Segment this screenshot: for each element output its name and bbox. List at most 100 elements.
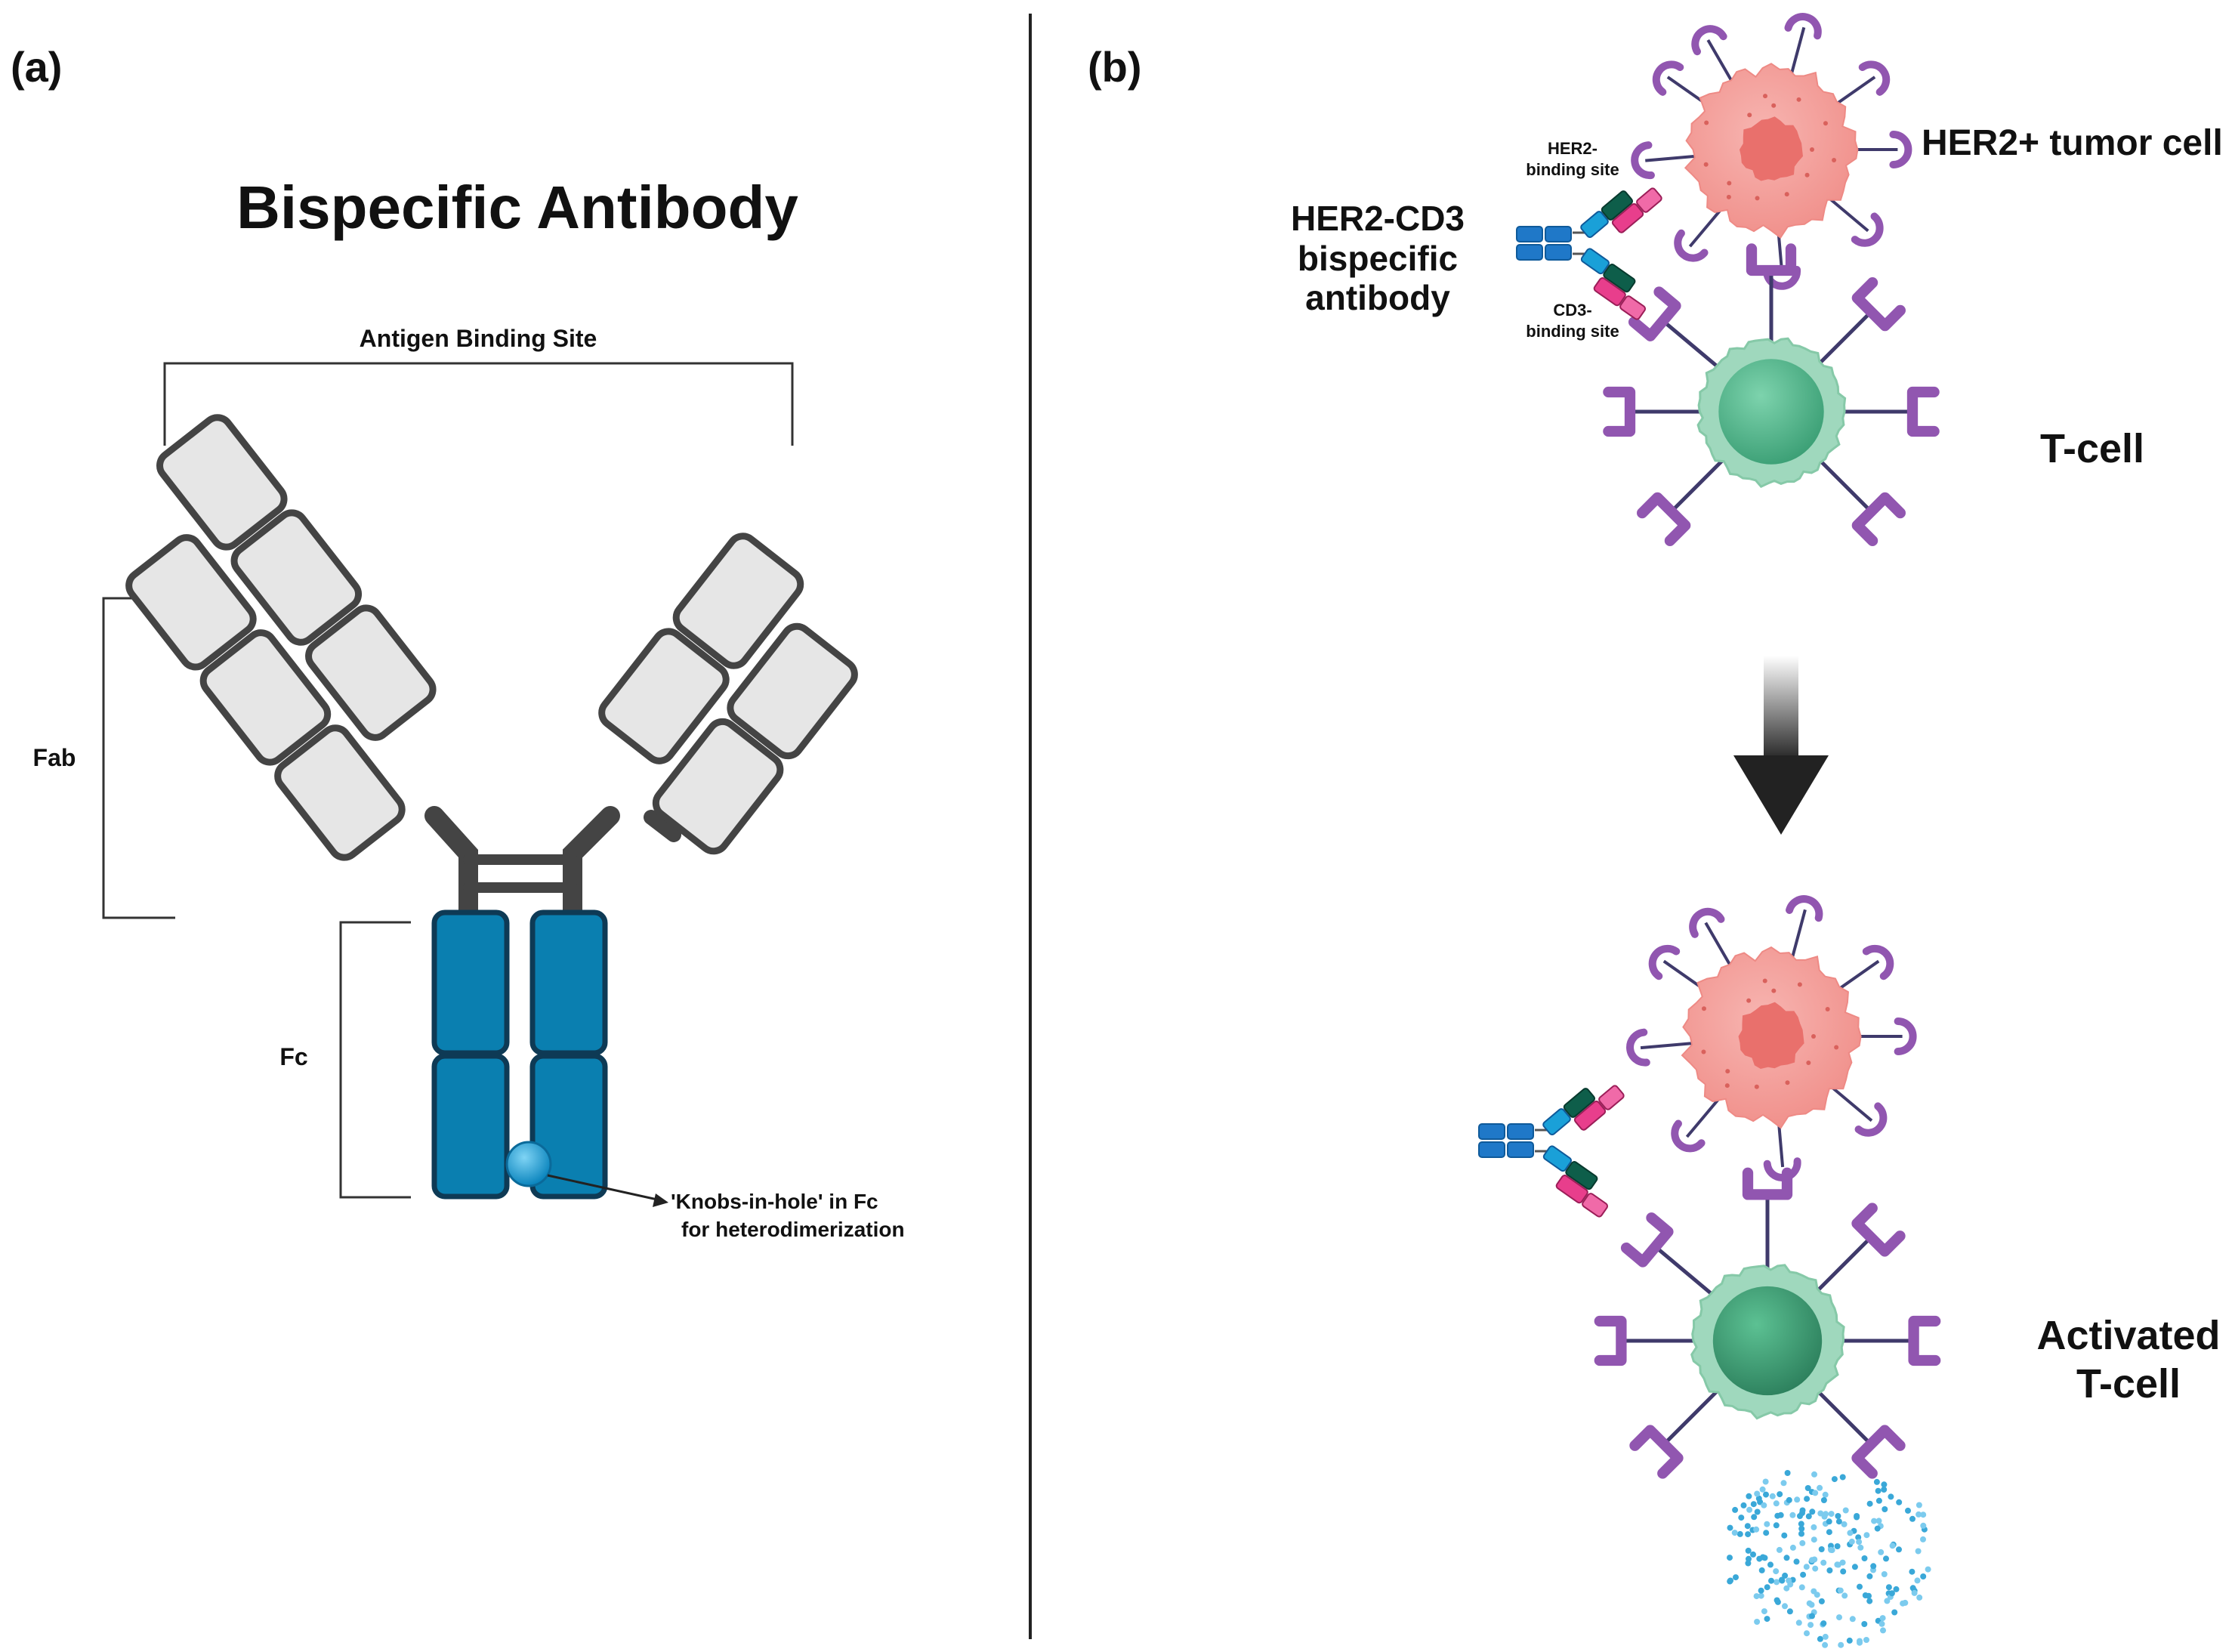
cytokine-dot (1875, 1497, 1882, 1504)
cytokine-dot (1854, 1514, 1860, 1521)
antibody-label-line3: antibody (1305, 278, 1450, 317)
cytokine-dot (1881, 1481, 1888, 1488)
cytokine-dot (1753, 1593, 1760, 1600)
cytokine-dot (1768, 1577, 1774, 1584)
cytokine-dot (1786, 1496, 1792, 1503)
cytokine-dot (1900, 1600, 1906, 1607)
cd3-arm (1580, 248, 1647, 320)
cytokine-dot (1862, 1592, 1869, 1598)
cytokine-release (1727, 1470, 1931, 1648)
cytokine-dot (1866, 1573, 1873, 1579)
transition-arrow (1733, 656, 1829, 835)
cytokine-dot (1738, 1515, 1745, 1521)
panel-a-label: (a) (11, 43, 62, 91)
cd3-receptor-0-icon (1742, 1167, 1793, 1200)
tumor-dot (1724, 1083, 1730, 1088)
cytokine-dot (1814, 1592, 1820, 1598)
cytokine-dot (1754, 1619, 1761, 1625)
cytokine-dot (1744, 1523, 1751, 1530)
activated-t-cell-label-line2: T-cell (2076, 1361, 2181, 1407)
cytokine-dot (1776, 1546, 1783, 1553)
tumor-dot (1754, 1084, 1759, 1089)
cytokine-dot (1761, 1502, 1767, 1508)
cytokine-dot (1839, 1559, 1846, 1566)
cytokine-dot (1773, 1579, 1780, 1586)
fc-block-2 (1507, 1123, 1534, 1140)
cytokine-dot (1891, 1609, 1898, 1616)
cytokine-dot (1751, 1514, 1758, 1521)
cytokine-dot (1839, 1474, 1846, 1481)
cytokine-dot (1774, 1512, 1781, 1519)
her2-receptor-6-icon (1671, 1119, 1706, 1153)
cytokine-dot (1861, 1621, 1868, 1627)
cytokine-dot (1758, 1587, 1764, 1594)
fc-bracket (339, 921, 411, 1199)
cytokine-dot (1879, 1615, 1886, 1622)
cd3-arm (1542, 1145, 1609, 1218)
cytokine-dot (1789, 1512, 1796, 1518)
fc-block-1 (1478, 1141, 1505, 1158)
cytokine-dot (1849, 1616, 1856, 1623)
cytokine-dot (1893, 1586, 1900, 1592)
cytokine-dot (1767, 1561, 1773, 1568)
cytokine-dot (1754, 1508, 1761, 1515)
cytokine-dot (1818, 1598, 1825, 1604)
her2-receptor-6-icon (1674, 229, 1709, 262)
cytokine-dot (1736, 1530, 1743, 1537)
tumor-dot (1771, 988, 1777, 993)
cytokine-dot (1798, 1521, 1804, 1527)
panel-a: (a) Bispecific Antibody Antigen Binding … (11, 43, 905, 1241)
her2-receptor-7-icon (1626, 1028, 1650, 1067)
antibody-label-line1: HER2-CD3 (1291, 199, 1465, 238)
cytokine-dot (1809, 1557, 1815, 1564)
cytokine-dot (1905, 1507, 1911, 1514)
cytokine-dot (1758, 1567, 1765, 1573)
cytokine-dot (1920, 1573, 1927, 1579)
cytokine-dot (1727, 1577, 1733, 1584)
cytokine-dot (1786, 1577, 1792, 1584)
tumor-dot (1806, 1060, 1811, 1065)
her2-receptor-8-icon (1652, 60, 1684, 96)
cytokine-dot (1811, 1524, 1817, 1530)
cytokine-dot (1799, 1539, 1806, 1546)
her2-receptor-1-icon (1784, 13, 1822, 40)
cd3-binding-label-line2: binding site (1526, 322, 1619, 341)
tumor-dot (1701, 1006, 1706, 1011)
t-cell-before (1603, 243, 1940, 546)
cytokine-dot (1896, 1546, 1902, 1553)
cytokine-dot (1820, 1497, 1827, 1503)
cytokine-dot (1761, 1555, 1768, 1561)
cytokine-dot (1916, 1594, 1923, 1601)
cd3-receptor-6-icon (1637, 492, 1691, 546)
cytokine-dot (1915, 1548, 1922, 1555)
activated-t-cell (1594, 1167, 1941, 1479)
cytokine-dot (1842, 1507, 1849, 1514)
cytokine-dot (1807, 1622, 1814, 1629)
cytokine-dot (1838, 1641, 1844, 1648)
left-fab-light-chain (125, 534, 406, 861)
cytokine-dot (1820, 1559, 1827, 1566)
cytokine-dot (1875, 1487, 1882, 1494)
cd3-receptor-1-icon (1851, 1203, 1906, 1257)
cytokine-dot (1888, 1493, 1894, 1500)
cytokine-dot (1837, 1587, 1844, 1594)
cytokine-dot (1884, 1598, 1891, 1604)
knobs-label-line1: 'Knobs-in-hole' in Fc (671, 1190, 878, 1213)
tumor-dot (1823, 121, 1828, 126)
cytokine-dot (1857, 1583, 1863, 1590)
cytokine-dot (1761, 1608, 1767, 1615)
tumor-dot (1785, 1080, 1790, 1085)
cytokine-dot (1851, 1564, 1858, 1570)
cytokine-dot (1880, 1627, 1886, 1634)
cytokine-dot (1885, 1584, 1892, 1591)
cytokine-dot (1812, 1565, 1819, 1572)
cytokine-dot (1871, 1518, 1878, 1524)
tumor-dot (1763, 94, 1768, 99)
cytokine-dot (1840, 1568, 1847, 1575)
tumor-cell-before (1631, 13, 1912, 290)
tumor-dot (1762, 978, 1767, 983)
cd3-receptor-3-icon (1906, 386, 1940, 437)
cytokine-dot (1805, 1513, 1812, 1520)
her2-receptor-3-icon (1889, 131, 1912, 168)
cytokine-dot (1878, 1549, 1885, 1555)
